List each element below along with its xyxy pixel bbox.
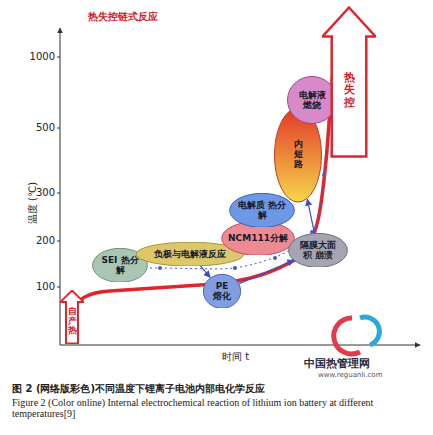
chain-arrow bbox=[307, 199, 314, 233]
heat-arrow: 自产热 bbox=[60, 290, 84, 344]
node-text: 隔膜大面积 崩溃 bbox=[296, 240, 340, 261]
reaction-ellipse: 电解质 热分解 bbox=[229, 193, 295, 228]
caption-chinese: 图 2 (网络版彩色)不同温度下锂离子电池内部电化学反应 bbox=[12, 382, 265, 396]
tick-label: 300 bbox=[36, 187, 55, 198]
watermark: 中国热管理网 bbox=[304, 356, 370, 371]
x-axis bbox=[60, 345, 420, 346]
tick-label: 100 bbox=[36, 281, 55, 292]
node-text: 热失控 bbox=[344, 72, 355, 108]
node-text: 电解液 燃烧 bbox=[295, 90, 329, 111]
node-text: PE 熔化 bbox=[211, 281, 233, 302]
tick-label: 1000 bbox=[30, 51, 55, 62]
chain-arrow bbox=[239, 260, 294, 283]
node-text: 内短路 bbox=[294, 140, 303, 170]
reaction-ellipse: 电解液 燃烧 bbox=[287, 76, 337, 124]
tick-marks bbox=[57, 57, 60, 287]
tick-label: 200 bbox=[36, 235, 55, 246]
reaction-ellipse: PE 熔化 bbox=[203, 274, 241, 309]
node-text: 电解质 热分解 bbox=[237, 200, 287, 221]
chain-arrow bbox=[200, 266, 210, 277]
node-text: 自产热 bbox=[68, 307, 77, 337]
watermark-logo bbox=[334, 317, 380, 354]
node-text: SEI 热分解 bbox=[100, 255, 140, 276]
axis-title: 时间 t bbox=[222, 350, 249, 364]
caption-english: Figure 2 (Color online) Internal electro… bbox=[12, 397, 417, 419]
node-text: NCM111分解 bbox=[228, 233, 288, 243]
reaction-ellipse: 隔膜大面积 崩溃 bbox=[288, 233, 348, 268]
chart-title: 热失控链式反应 bbox=[88, 10, 158, 24]
watermark: www.reguanli.com bbox=[318, 371, 382, 379]
y-axis bbox=[60, 28, 61, 345]
node-text: 负极与电解液反应 bbox=[154, 249, 226, 259]
runaway-arrow: 热失控 bbox=[322, 6, 376, 158]
tick-label: 500 bbox=[36, 122, 55, 133]
